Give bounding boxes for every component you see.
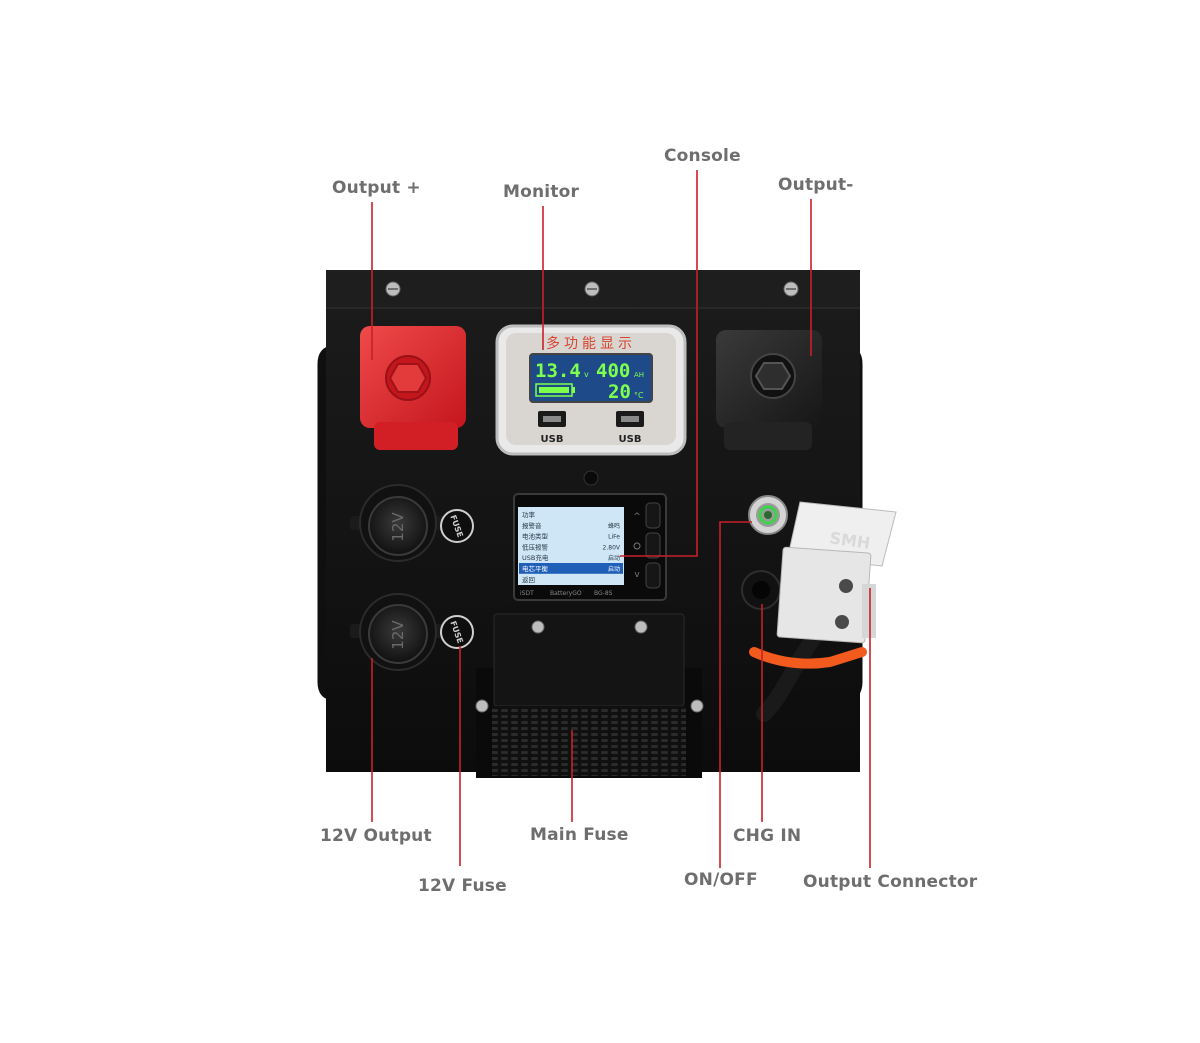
capacity-unit: AH bbox=[634, 371, 644, 379]
positive-terminal bbox=[360, 326, 466, 450]
on-off-switch bbox=[748, 495, 788, 535]
usb-label-left: USB bbox=[541, 434, 564, 445]
fuse-cap-bottom: FUSE bbox=[440, 615, 474, 649]
console-menu-item: 返回 bbox=[522, 576, 535, 584]
socket-label-bottom: 12V bbox=[389, 620, 407, 650]
console-menu-highlight bbox=[519, 563, 623, 574]
callout-output-connector: Output Connector bbox=[803, 872, 978, 892]
callout-12v-output: 12V Output bbox=[320, 826, 432, 846]
socket-12v-top: 12V bbox=[350, 484, 446, 562]
monitor-title: 多功能显示 bbox=[546, 335, 636, 352]
console-brand-mid: BatteryGO bbox=[550, 590, 582, 597]
temperature-unit: °C bbox=[634, 391, 644, 400]
console-menu-item: USB充电 bbox=[522, 553, 549, 562]
console-button-up bbox=[645, 502, 661, 529]
top-screws bbox=[385, 281, 799, 297]
console-menu-value: 蜂鸣 bbox=[608, 522, 620, 530]
console-menu-value: 启动 bbox=[608, 565, 620, 573]
console-menu-item: 电芯平衡 bbox=[522, 564, 549, 573]
voltage-readout: 13.4 bbox=[535, 360, 581, 382]
callout-output-plus: Output + bbox=[332, 178, 421, 198]
console-button-down bbox=[645, 562, 661, 589]
console-menu-item: 电池类型 bbox=[522, 532, 549, 541]
fuse-vent-grille bbox=[492, 706, 686, 776]
callout-12v-fuse: 12V Fuse bbox=[418, 876, 507, 896]
callout-console: Console bbox=[664, 146, 741, 166]
callout-monitor: Monitor bbox=[503, 182, 580, 202]
callout-main-fuse: Main Fuse bbox=[530, 825, 629, 845]
callout-on-off: ON/OFF bbox=[684, 870, 758, 890]
chevron-down-icon: v bbox=[634, 570, 640, 580]
ok-circle-icon bbox=[633, 542, 641, 550]
callout-line-console bbox=[620, 170, 698, 557]
voltage-unit: v bbox=[584, 370, 589, 379]
charge-in-port bbox=[741, 570, 781, 610]
negative-terminal bbox=[716, 330, 822, 450]
cable-black bbox=[756, 632, 820, 722]
console-menu-value: 启动 bbox=[608, 554, 620, 562]
callout-line-on-off bbox=[719, 521, 752, 868]
socket-label-top: 12V bbox=[389, 512, 407, 542]
console-button-ok bbox=[645, 532, 661, 559]
capacity-readout: 400 bbox=[596, 360, 630, 382]
temperature-readout: 20 bbox=[608, 381, 631, 403]
console-menu-item: 报警音 bbox=[522, 521, 542, 530]
output-connector: SMH bbox=[776, 501, 897, 644]
callout-chg-in: CHG IN bbox=[733, 826, 802, 846]
chevron-up-icon: ^ bbox=[633, 512, 641, 522]
callout-lines bbox=[371, 170, 871, 868]
console-menu-item: 低压报警 bbox=[522, 542, 549, 551]
callout-output-minus: Output- bbox=[778, 175, 854, 195]
socket-12v-bottom: 12V bbox=[350, 593, 446, 671]
usb-label-right: USB bbox=[619, 434, 642, 445]
console-brand-right: BG-8S bbox=[594, 590, 613, 597]
console-menu-value: 2.80V bbox=[603, 544, 621, 551]
monitor-panel: 多功能显示 13.4 v 400 AH 20 °C USB USB bbox=[495, 324, 687, 456]
main-fuse-box bbox=[475, 613, 704, 778]
console-menu-item: 功率 bbox=[522, 510, 536, 519]
battery-level-icon bbox=[535, 383, 575, 397]
console-menu-value: LiFe bbox=[608, 534, 620, 541]
fuse-cap-top: FUSE bbox=[440, 509, 474, 543]
console-brand-left: iSDT bbox=[520, 590, 534, 597]
